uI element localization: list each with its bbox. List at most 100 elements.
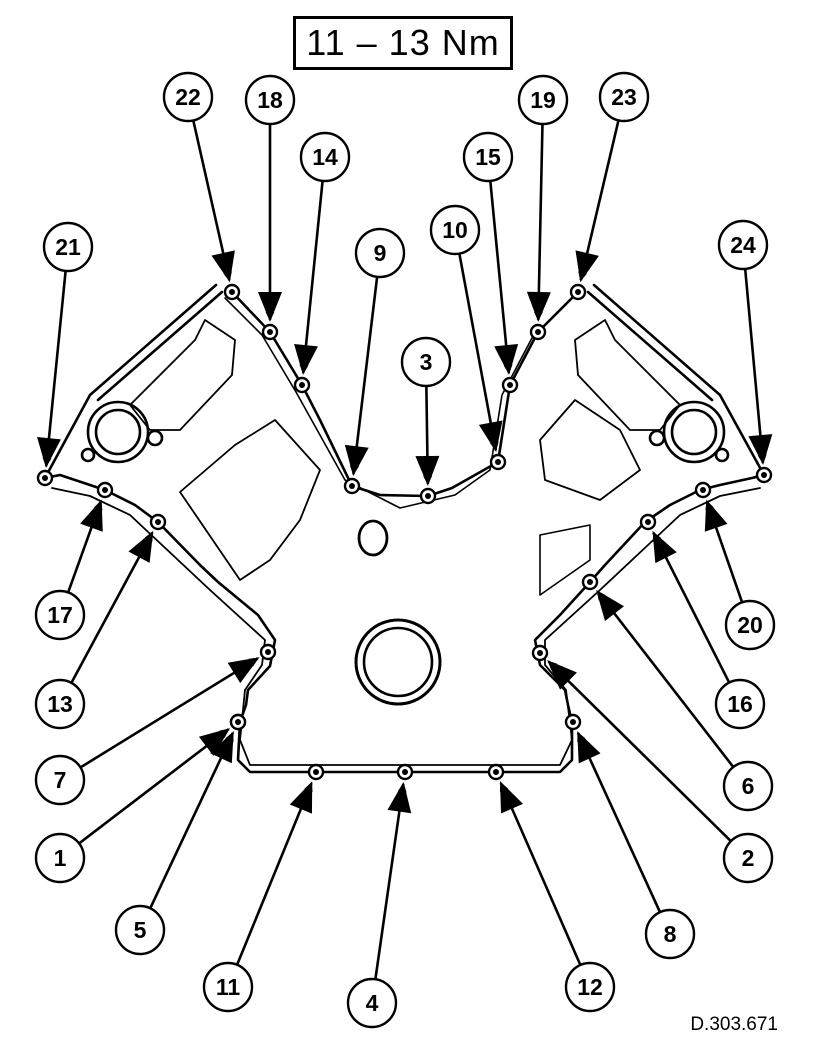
callout-circle-11 [202, 961, 254, 1013]
leader-arrow-21 [42, 270, 67, 467]
callout-circle-16 [714, 678, 766, 730]
bolt-center-17 [102, 487, 108, 493]
bolt-center-12 [493, 769, 499, 775]
bolt-center-2 [537, 650, 543, 656]
figure-reference: D.303.671 [690, 1014, 778, 1035]
callout-number-9: 9 [374, 240, 387, 266]
bolt-center-16 [645, 519, 651, 525]
bolt-center-5 [235, 719, 241, 725]
callout-number-10: 10 [442, 217, 468, 243]
bolt-center-7 [265, 649, 271, 655]
leader-arrow-15 [489, 180, 513, 374]
callout-circle-8 [644, 908, 696, 960]
arrowhead-8 [577, 731, 601, 764]
callout-circle-24 [717, 219, 769, 271]
bolt-center-22 [229, 289, 235, 295]
arrowhead-4 [387, 781, 412, 814]
callout-number-15: 15 [475, 144, 501, 170]
callout-circle-6 [722, 760, 774, 812]
arrowhead-20 [704, 499, 728, 532]
callout-circle-20 [724, 599, 776, 651]
leader-arrow-13 [70, 531, 154, 684]
arrowhead-2 [547, 660, 577, 690]
bolt-center-19 [535, 329, 541, 335]
callout-circle-1 [34, 832, 86, 884]
callout-number-20: 20 [737, 612, 763, 638]
arrowhead-17 [80, 499, 103, 532]
callout-circle-22 [162, 71, 214, 123]
callout-number-11: 11 [216, 974, 241, 1000]
callout-circle-10 [429, 204, 481, 256]
callout-circle-7 [34, 754, 86, 806]
bolt-center-8 [570, 719, 576, 725]
callout-number-16: 16 [727, 691, 753, 717]
callout-number-23: 23 [611, 84, 637, 110]
bolt-center-6 [587, 579, 593, 585]
callout-circle-23 [598, 71, 650, 123]
bolt-center-3 [425, 493, 431, 499]
callout-number-21: 21 [55, 234, 81, 260]
torque-spec-label: 11 – 13 Nm [293, 16, 513, 70]
arrowhead-19 [526, 291, 551, 323]
callout-circle-19 [517, 74, 569, 126]
bolt-center-4 [402, 769, 408, 775]
callout-number-17: 17 [47, 602, 73, 628]
arrowhead-18 [258, 292, 282, 322]
callout-number-5: 5 [134, 917, 147, 943]
callout-number-14: 14 [312, 144, 338, 170]
bolt-center-20 [700, 487, 706, 493]
leader-arrow-4 [374, 782, 407, 980]
leader-arrow-7 [79, 657, 259, 769]
bolt-center-10 [495, 459, 501, 465]
callout-circle-5 [114, 904, 166, 956]
leader-arrow-2 [547, 660, 732, 843]
leader-arrow-11 [235, 782, 313, 966]
arrowhead-23 [575, 250, 599, 283]
callout-number-13: 13 [47, 691, 73, 717]
callout-circle-13 [34, 678, 86, 730]
callout-number-1: 1 [54, 845, 67, 871]
bolt-center-14 [299, 382, 305, 388]
callout-circle-2 [722, 832, 774, 884]
leader-arrow-6 [596, 590, 735, 768]
leader-arrow-14 [299, 180, 324, 374]
leader-arrow-5 [149, 732, 235, 909]
callout-circle-18 [244, 74, 296, 126]
leader-arrow-1 [78, 728, 230, 845]
bolt-center-9 [349, 483, 355, 489]
arrowhead-11 [289, 781, 313, 814]
callout-number-2: 2 [742, 845, 755, 871]
leader-arrow-24 [743, 268, 767, 464]
arrowhead-12 [500, 781, 524, 814]
callout-number-8: 8 [664, 921, 677, 947]
callout-number-4: 4 [366, 990, 379, 1016]
leader-arrow-9 [349, 276, 379, 475]
arrowhead-15 [494, 344, 519, 376]
callout-circle-9 [354, 227, 406, 279]
bolt-center-13 [155, 519, 161, 525]
callout-number-18: 18 [257, 87, 283, 113]
arrowhead-22 [211, 250, 235, 283]
callout-number-3: 3 [420, 349, 433, 375]
bolt-center-15 [507, 382, 513, 388]
callout-number-7: 7 [54, 767, 67, 793]
callout-circle-3 [400, 336, 452, 388]
callout-circle-14 [299, 131, 351, 183]
leader-arrow-10 [458, 253, 499, 452]
callout-circle-15 [462, 131, 514, 183]
callout-number-22: 22 [175, 84, 201, 110]
bolt-center-11 [313, 769, 319, 775]
arrowhead-6 [596, 589, 624, 621]
arrowhead-16 [652, 530, 677, 564]
arrowhead-13 [128, 530, 154, 563]
callout-number-6: 6 [742, 773, 755, 799]
arrowhead-1 [198, 728, 231, 756]
callout-number-19: 19 [530, 87, 556, 113]
leader-arrow-12 [499, 782, 582, 966]
bolt-center-18 [267, 329, 273, 335]
callout-circle-12 [564, 961, 616, 1013]
arrowhead-21 [37, 437, 61, 469]
arrowhead-7 [227, 657, 260, 684]
